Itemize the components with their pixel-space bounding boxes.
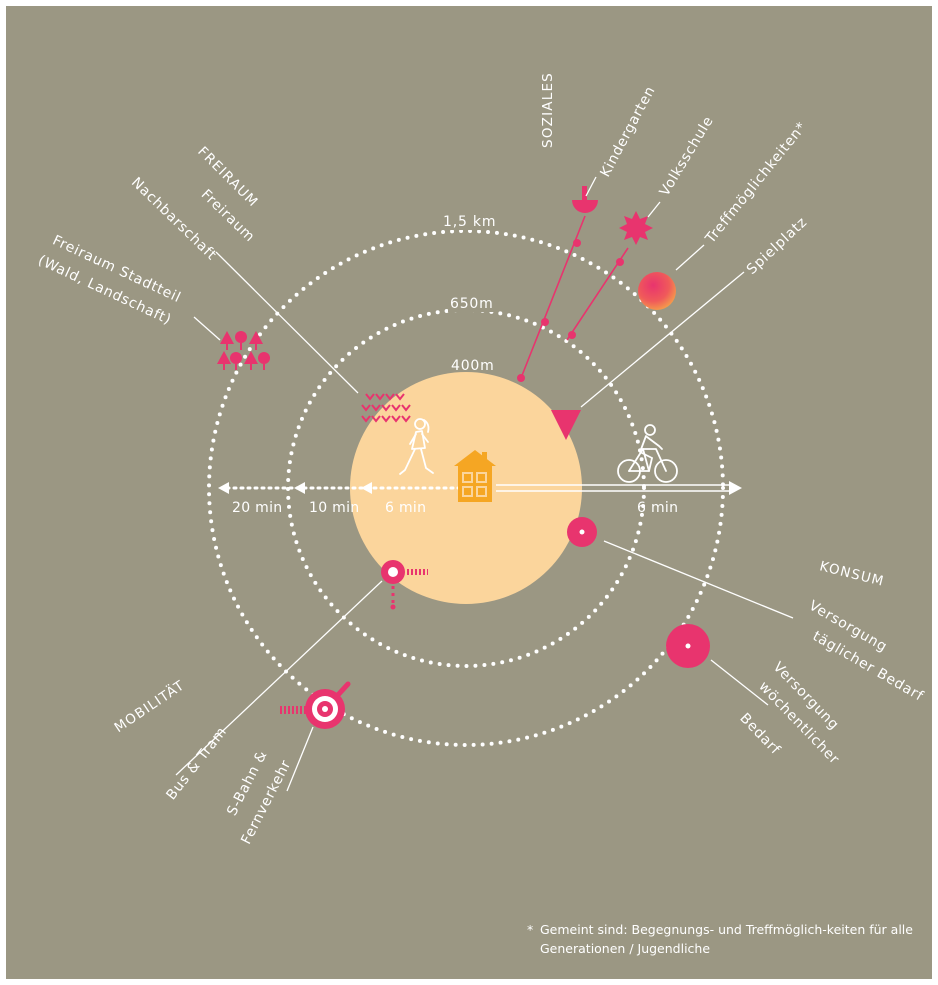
middle-ring-label: 650m	[450, 296, 494, 312]
time-walk-middle: 10 min	[309, 500, 359, 516]
kindergarten-icon	[572, 186, 598, 213]
trees-icon	[217, 331, 270, 370]
walk-arrowhead-inner	[361, 482, 372, 494]
footnote-marker: *	[527, 922, 534, 937]
label-woechentlich-3: Bedarf	[736, 710, 783, 758]
middle-ring-label-bg	[448, 292, 498, 312]
outer-ring-1-5km	[207, 229, 725, 747]
walk-arrowhead-middle	[294, 482, 305, 494]
cyclist-icon	[617, 424, 678, 483]
school-star-icon	[619, 211, 653, 245]
playground-triangle-icon	[551, 410, 581, 440]
pedestrian-icon	[399, 418, 434, 475]
label-bus-tram: Bus & Tram	[163, 724, 230, 803]
outer-ring-label-bg	[440, 210, 502, 230]
label-volksschule: Volksschule	[657, 113, 717, 199]
grass-icon	[361, 393, 411, 423]
bus-stop-icon	[381, 560, 428, 610]
house-icon	[454, 450, 496, 502]
train-stop-icon	[280, 681, 351, 729]
label-kindergarten: Kindergarten	[597, 83, 658, 179]
time-walk-inner: 6 min	[385, 500, 426, 516]
leader-lines	[175, 176, 794, 792]
outer-ring-label: 1,5 km	[443, 214, 496, 230]
category-mobilitaet: MOBILITÄT	[110, 676, 188, 736]
time-walk-outer: 20 min	[232, 500, 282, 516]
category-soziales: SOZIALES	[540, 72, 556, 148]
footnote: * Gemeint sind: Begegnungs- und Treffmög…	[527, 920, 920, 958]
shop-daily-icon	[567, 517, 597, 547]
meeting-orb-icon	[638, 272, 676, 310]
soziales-connector-dots	[517, 239, 624, 382]
time-bike: 6 min	[637, 500, 678, 516]
label-spielplatz: Spielplatz	[744, 214, 811, 278]
inner-ring-label: 400m	[451, 358, 495, 374]
shop-weekly-icon	[666, 624, 710, 668]
bike-arrowhead	[729, 481, 742, 495]
walk-arrowhead-outer	[218, 482, 229, 494]
category-konsum: KONSUM	[818, 558, 886, 590]
footnote-text: Gemeint sind: Begegnungs- und Treffmögli…	[540, 922, 913, 956]
ring-arrow-gap-outer	[212, 478, 222, 498]
label-freiraum-nachbarschaft-2: Nachbarschaft	[128, 175, 220, 264]
